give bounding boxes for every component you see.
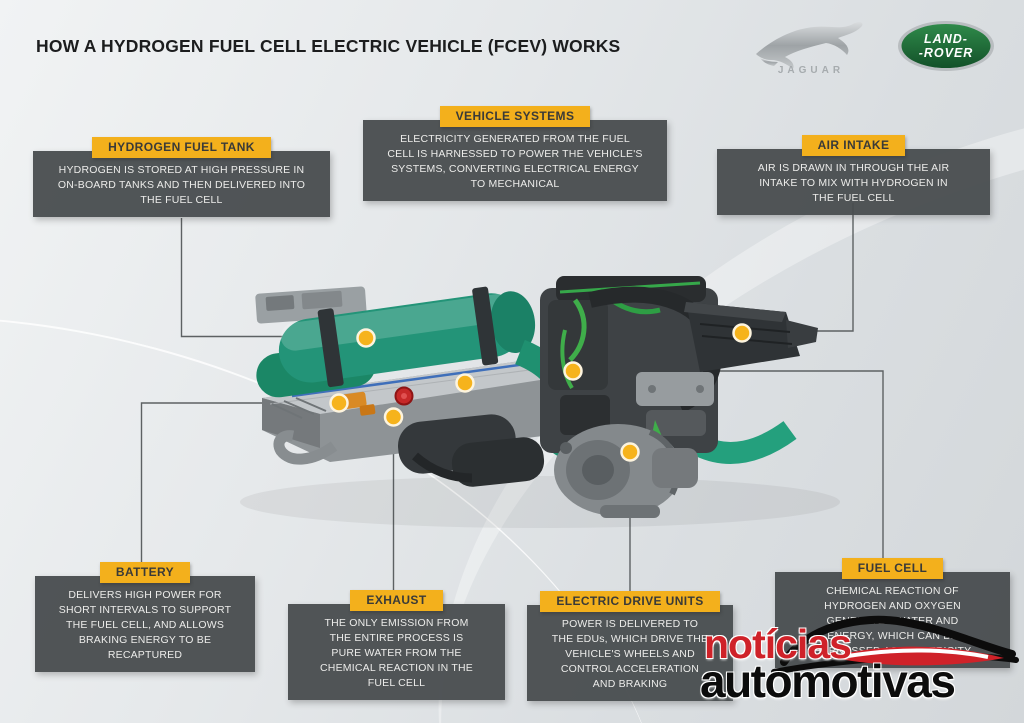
watermark-text-automotivas: automotivas — [700, 655, 956, 707]
callout-text: ELECTRICITY GENERATED FROM THE FUEL CELL… — [363, 120, 667, 201]
connector-dot-icon-hydrogen-tank — [356, 328, 376, 348]
callout-text: HYDROGEN IS STORED AT HIGH PRESSURE IN O… — [33, 151, 330, 217]
callout-text: THE ONLY EMISSION FROM THE ENTIRE PROCES… — [288, 604, 505, 700]
land-rover-wordmark-top: LAND- — [924, 32, 968, 46]
callout-hydrogen-fuel-tank: HYDROGEN FUEL TANK HYDROGEN IS STORED AT… — [33, 137, 330, 217]
callout-title: VEHICLE SYSTEMS — [439, 106, 591, 127]
callout-title: BATTERY — [99, 562, 191, 583]
brand-logos: JAGUAR LAND- -ROVER — [752, 14, 996, 78]
jaguar-logo: JAGUAR — [756, 22, 863, 76]
callout-battery: BATTERY DELIVERS HIGH POWER FOR SHORT IN… — [35, 562, 255, 672]
callout-text: DELIVERS HIGH POWER FOR SHORT INTERVALS … — [35, 576, 255, 672]
callout-text: AIR IS DRAWN IN THROUGH THE AIR INTAKE T… — [717, 149, 990, 215]
callout-title: FUEL CELL — [841, 558, 944, 579]
connector-dot-icon-edu — [620, 442, 640, 462]
jaguar-wordmark: JAGUAR — [778, 65, 844, 76]
callout-vehicle-systems: VEHICLE SYSTEMS ELECTRICITY GENERATED FR… — [363, 106, 667, 201]
connector-dot-icon-air-intake — [732, 323, 752, 343]
land-rover-wordmark-bottom: -ROVER — [919, 46, 974, 60]
ground-shadow — [240, 476, 840, 528]
land-rover-logo: LAND- -ROVER — [898, 21, 994, 71]
connector-dot-icon-fuel-cell — [563, 361, 583, 381]
noticias-automotivas-watermark: notícias automotivas — [688, 608, 1024, 723]
air-intake-graphic — [684, 302, 818, 372]
page-title: HOW A HYDROGEN FUEL CELL ELECTRIC VEHICL… — [36, 36, 621, 56]
jaguar-leaper-icon — [756, 22, 863, 69]
land-rover-oval — [901, 24, 991, 68]
connector-dot-icon-vehicle-systems — [455, 373, 475, 393]
connector-dot-icon-battery — [329, 393, 349, 413]
connector-dot-icon-exhaust — [383, 407, 404, 427]
callout-title: AIR INTAKE — [801, 135, 906, 156]
callout-exhaust: EXHAUST THE ONLY EMISSION FROM THE ENTIR… — [288, 590, 505, 700]
callout-title: HYDROGEN FUEL TANK — [92, 137, 271, 158]
watermark-text-noticias: notícias — [704, 621, 852, 667]
callout-air-intake: AIR INTAKE AIR IS DRAWN IN THROUGH THE A… — [717, 135, 990, 215]
callout-title: EXHAUST — [350, 590, 443, 611]
